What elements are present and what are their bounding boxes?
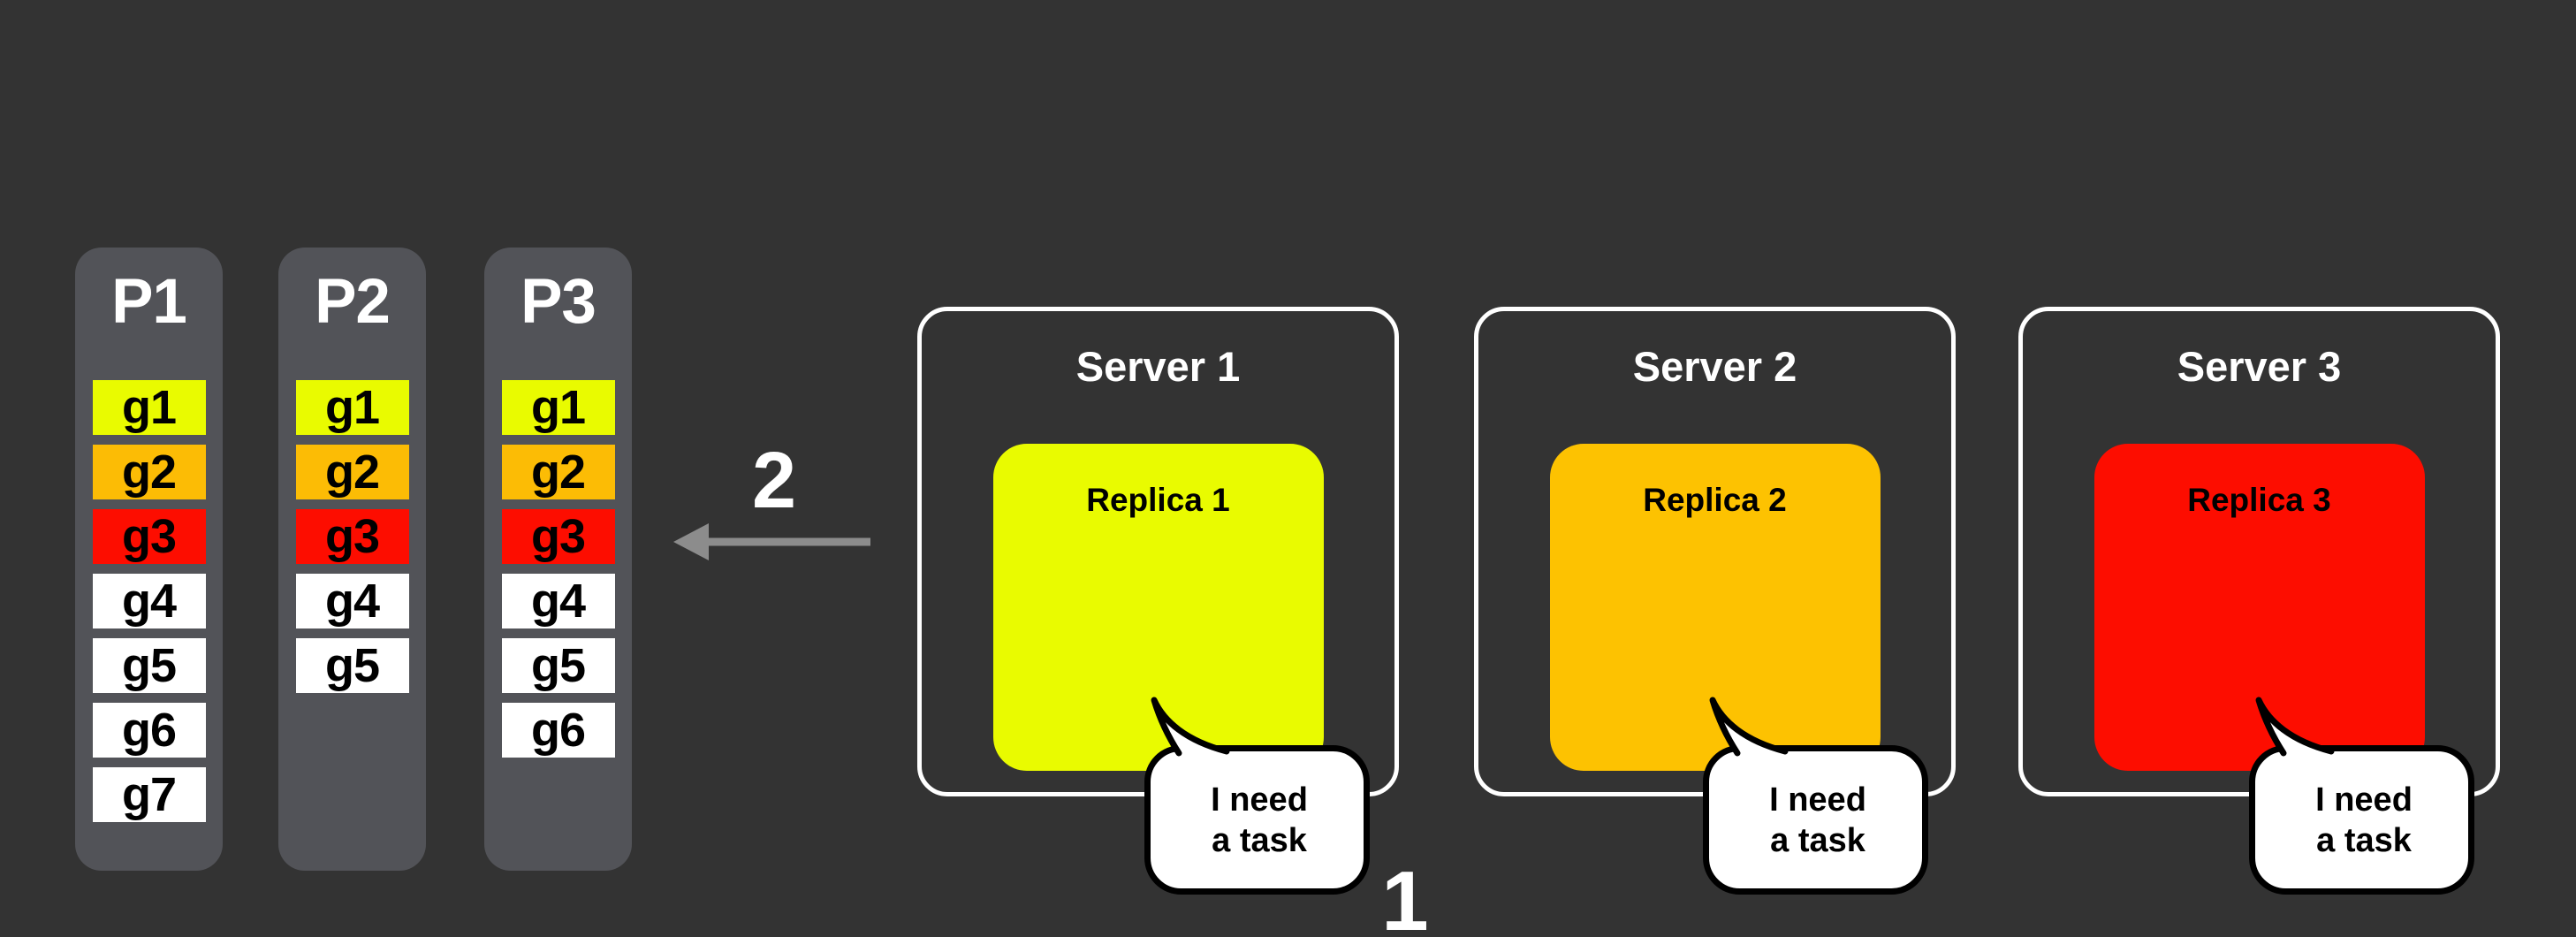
partition-column-p2: P2 g1 g2 g3 g4 g5: [278, 248, 426, 871]
partition-cell: g4: [92, 574, 206, 628]
speech-bubble-1: I need a task: [1140, 689, 1379, 902]
bubble-text: I need a task: [1144, 745, 1374, 895]
server-title: Server 1: [1075, 343, 1241, 390]
partition-title: P3: [521, 267, 597, 337]
partition-cell: g2: [295, 445, 409, 499]
bubble-line-2: a task: [1212, 821, 1307, 859]
bubble-line-1: I need: [2315, 781, 2413, 819]
speech-bubble-shape: [1703, 697, 1928, 895]
server-box-3: Server 3 Replica 3: [2018, 307, 2500, 796]
partition-cell: g1: [92, 380, 206, 435]
bubble-line-2: a task: [2316, 821, 2412, 859]
partition-cell: g5: [295, 638, 409, 693]
partition-cells: g1 g2 g3 g4 g5 g6 g7: [75, 380, 223, 822]
replica-label: Replica 2: [1643, 482, 1787, 518]
bubble-text: I need a task: [2249, 745, 2479, 895]
partition-title: P1: [111, 267, 187, 337]
partition-cell: g5: [501, 638, 615, 693]
partition-cells: g1 g2 g3 g4 g5: [278, 380, 426, 693]
step-1-label: 1: [1381, 854, 1429, 937]
partition-column-p3: P3 g1 g2 g3 g4 g5 g6: [484, 248, 632, 871]
partition-cell: g4: [501, 574, 615, 628]
partition-cell: g6: [501, 703, 615, 758]
partition-cell: g1: [295, 380, 409, 435]
partition-cell: g3: [92, 509, 206, 564]
partition-cell: g4: [295, 574, 409, 628]
partition-title: P2: [315, 267, 391, 337]
replica-box: Replica 3: [2093, 444, 2425, 771]
bubble-line-2: a task: [1770, 821, 1866, 859]
partition-cell: g2: [92, 445, 206, 499]
replica-box: Replica 2: [1549, 444, 1881, 771]
speech-bubble-shape: [2249, 697, 2474, 895]
partition-cells: g1 g2 g3 g4 g5 g6: [484, 380, 632, 758]
speech-bubble-shape: [1144, 697, 1370, 895]
speech-bubble-3: I need a task: [2245, 689, 2483, 902]
partition-column-p1: P1 g1 g2 g3 g4 g5 g6 g7: [75, 248, 223, 871]
replica-label: Replica 3: [2187, 482, 2331, 518]
server-title: Server 2: [1632, 343, 1797, 390]
partition-cell: g1: [501, 380, 615, 435]
bubble-text: I need a task: [1703, 745, 1933, 895]
server-title: Server 3: [2177, 343, 2342, 390]
partition-cell: g3: [295, 509, 409, 564]
server-box-2: Server 2 Replica 2: [1474, 307, 1956, 796]
step-2-label: 2: [751, 437, 797, 525]
partition-cell: g5: [92, 638, 206, 693]
left-arrow-icon: [673, 523, 870, 560]
bubble-line-1: I need: [1211, 781, 1308, 819]
bubble-line-1: I need: [1769, 781, 1866, 819]
partition-cell: g3: [501, 509, 615, 564]
partition-cell: g6: [92, 703, 206, 758]
partition-cell: g2: [501, 445, 615, 499]
partition-cell: g7: [92, 767, 206, 822]
speech-bubble-2: I need a task: [1698, 689, 1937, 902]
replica-label: Replica 1: [1086, 482, 1230, 518]
